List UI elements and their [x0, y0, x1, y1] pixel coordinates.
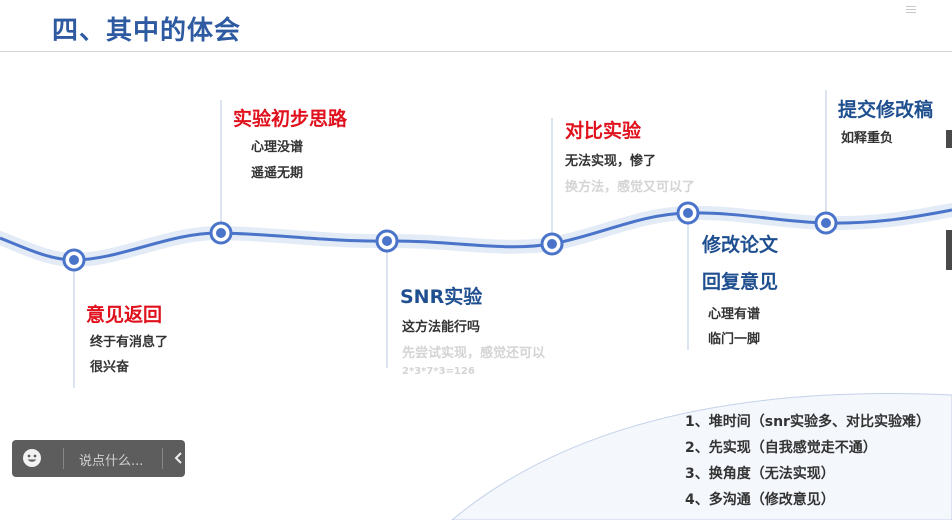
- smiley-icon[interactable]: [22, 448, 42, 468]
- timeline-node-6: [814, 211, 838, 235]
- milestone-5-heading-line-1: 修改论文: [702, 234, 779, 256]
- chevron-left-icon[interactable]: [173, 451, 185, 465]
- milestone-1-line-2: 很兴奋: [90, 360, 130, 375]
- milestone-3-line-1: 这方法能行吗: [402, 320, 481, 335]
- wave-line: [0, 208, 952, 262]
- decorative-arc: [451, 393, 952, 520]
- milestone-6-heading: 提交修改稿: [838, 99, 934, 121]
- title-divider: [0, 51, 952, 52]
- comment-bar-divider: [63, 448, 64, 469]
- milestone-3-line-3: 2*3*7*3=126: [402, 366, 475, 377]
- edge-marker-2: [946, 230, 952, 270]
- milestone-1-line-1: 终于有消息了: [90, 335, 169, 350]
- menu-icon[interactable]: [906, 4, 916, 15]
- edge-marker: [946, 130, 952, 148]
- page-title: 四、其中的体会: [52, 16, 242, 46]
- summary-item-4: 4、多沟通（修改意见）: [685, 492, 835, 508]
- milestone-4-heading: 对比实验: [565, 120, 642, 142]
- comment-bar-divider-2: [162, 448, 163, 469]
- milestone-3-heading: SNR实验: [400, 286, 483, 308]
- timeline-node-2: [209, 221, 233, 245]
- timeline-node-4: [540, 232, 564, 256]
- timeline-node-5: [676, 201, 700, 225]
- timeline-node-1: [62, 248, 86, 272]
- comment-input[interactable]: 说点什么...: [79, 454, 144, 469]
- milestone-1-heading: 意见返回: [86, 304, 163, 326]
- comment-bar[interactable]: 说点什么...: [12, 440, 185, 477]
- wave-halo: [0, 203, 952, 268]
- milestone-5-heading-line-2: 回复意见: [702, 271, 779, 293]
- milestone-5-line-1: 心理有谱: [708, 307, 761, 322]
- summary-item-2: 2、先实现（自我感觉走不通）: [685, 440, 877, 456]
- milestone-4-line-1: 无法实现，惨了: [565, 154, 657, 169]
- milestone-2-line-1: 心理没谱: [251, 140, 304, 155]
- milestone-2-line-2: 遥遥无期: [251, 166, 304, 181]
- summary-item-3: 3、换角度（无法实现）: [685, 466, 835, 482]
- milestone-5-line-2: 临门一脚: [708, 332, 761, 347]
- timeline-node-3: [375, 229, 399, 253]
- milestone-3-line-2: 先尝试实现，感觉还可以: [402, 346, 546, 361]
- milestone-6-line-1: 如释重负: [841, 131, 894, 146]
- milestone-2-heading: 实验初步思路: [233, 108, 348, 130]
- milestone-4-line-2: 换方法，感觉又可以了: [565, 180, 696, 195]
- summary-item-1: 1、堆时间（snr实验多、对比实验难）: [685, 414, 930, 430]
